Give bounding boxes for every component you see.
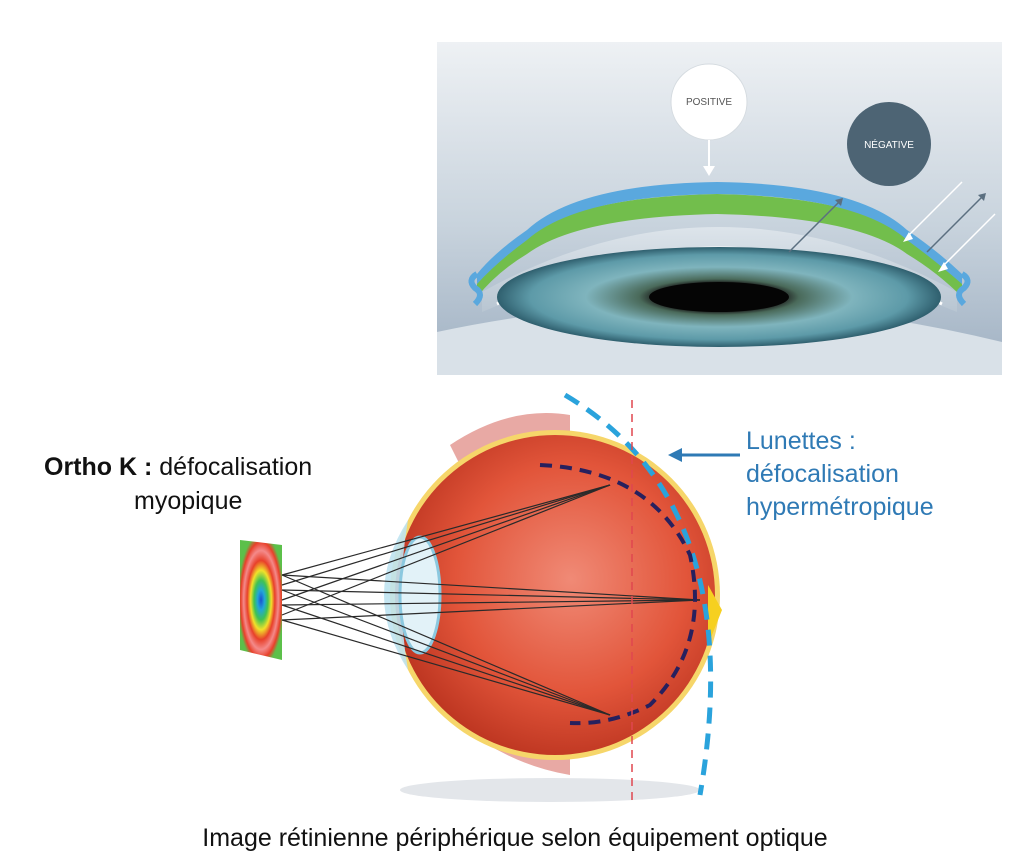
pressure-arrow-4	[941, 213, 996, 268]
orthok-label-bold: Ortho K :	[44, 453, 153, 481]
orthok-defocus-curve	[539, 463, 697, 726]
orthok-label-line2: myopique	[134, 487, 243, 515]
lunettes-label-line1: Lunettes :	[746, 427, 856, 455]
lens-edge-right	[956, 271, 971, 307]
ortho-k-lens-illustration: POSITIVE NÉGATIVE	[437, 42, 1002, 375]
positive-arrowhead	[703, 166, 715, 176]
lunettes-defocus-curve	[563, 392, 714, 796]
corneal-topography-map	[240, 540, 282, 660]
lunettes-label: Lunettes : défocalisation hypermétropiqu…	[746, 425, 1016, 524]
positive-label: POSITIVE	[686, 97, 732, 108]
pressure-arrow-2	[906, 181, 963, 238]
eye-shadow	[400, 778, 700, 802]
ortho-k-lens-blue	[477, 182, 962, 284]
light-rays	[281, 484, 701, 716]
tear-film-green	[477, 194, 962, 297]
orthok-label: Ortho K : défocalisation myopique	[44, 450, 354, 518]
eyeball	[395, 435, 715, 755]
figure-caption: Image rétinienne périphérique selon équi…	[202, 824, 828, 852]
pupil	[649, 282, 789, 312]
pressure-arrow-1	[788, 201, 840, 253]
pressure-arrow-3	[926, 196, 983, 253]
lunettes-label-line3: hypermétropique	[746, 493, 934, 521]
lunettes-pointer-arrowhead	[668, 448, 682, 462]
lens-edge-left	[468, 271, 483, 307]
optic-nerve	[708, 585, 722, 645]
negative-bubble	[847, 102, 931, 186]
eye-cross-section-diagram	[240, 392, 740, 805]
lunettes-label-line2: défocalisation	[746, 460, 899, 488]
orthok-label-rest: défocalisation	[152, 453, 313, 481]
negative-label: NÉGATIVE	[864, 138, 914, 151]
cornea	[482, 227, 957, 312]
